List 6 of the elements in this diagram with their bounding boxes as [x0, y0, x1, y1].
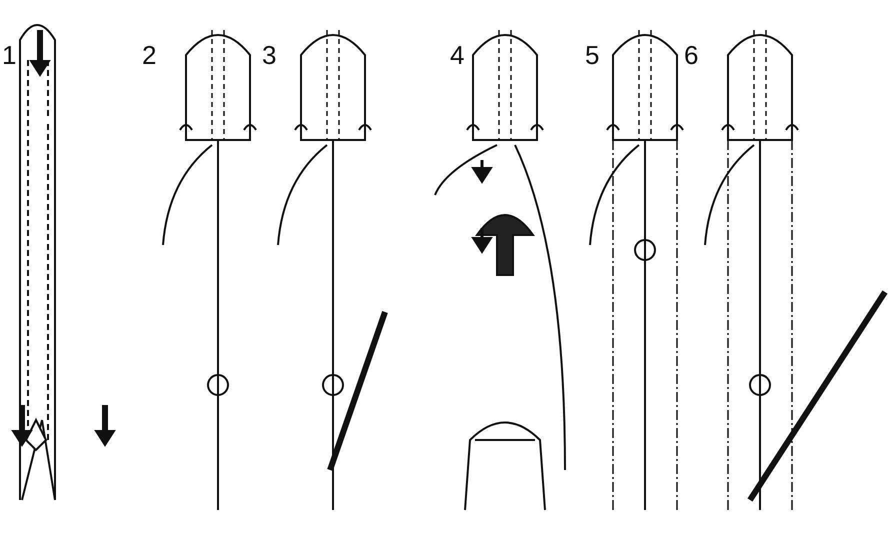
step-number: 1 — [2, 40, 16, 71]
step-number: 6 — [684, 40, 698, 71]
step-number: 4 — [450, 40, 464, 71]
step-number: 5 — [585, 40, 600, 71]
step-number: 2 — [142, 40, 156, 71]
step-number: 3 — [262, 40, 276, 71]
